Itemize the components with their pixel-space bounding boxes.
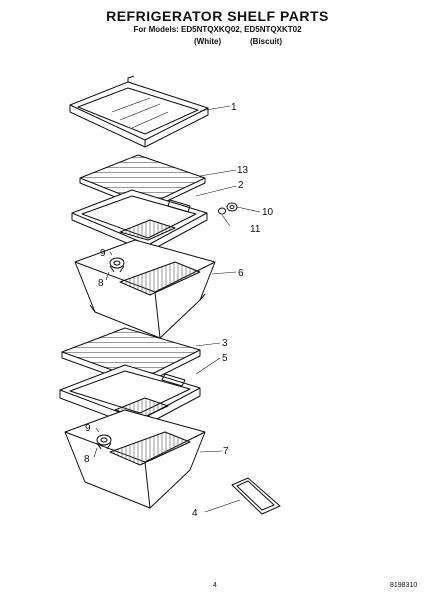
callout-5: 5	[222, 353, 228, 364]
part-8-9-roller-lower	[96, 434, 112, 450]
page-number: 4	[213, 582, 217, 589]
color-label-white: (White)	[194, 37, 222, 46]
color-label-biscuit: (Biscuit)	[250, 37, 282, 46]
part-8-9-roller-upper	[109, 257, 125, 273]
callout-3: 3	[222, 338, 228, 349]
callout-13: 13	[237, 165, 249, 176]
callout-10: 10	[262, 207, 274, 218]
leader-lines	[93, 105, 261, 513]
callout-2: 2	[238, 180, 244, 191]
part-4-label-card	[231, 477, 281, 515]
callout-8-lower: 8	[84, 454, 90, 465]
callout-4: 4	[192, 508, 198, 519]
callout-1: 1	[231, 102, 237, 113]
page-title: REFRIGERATOR SHELF PARTS	[106, 8, 329, 24]
callout-7: 7	[223, 446, 229, 457]
part-7-crisper-pan	[64, 409, 206, 509]
callout-8-upper: 8	[98, 278, 104, 289]
callout-9-upper: 9	[100, 248, 106, 259]
callout-6: 6	[238, 268, 244, 279]
callout-9-lower: 9	[85, 423, 91, 434]
part-6-crisper-pan	[74, 239, 216, 339]
callout-11: 11	[250, 224, 261, 235]
document-number: 8198310	[390, 582, 418, 589]
part-10-11-fittings	[218, 202, 238, 215]
models-line: For Models: ED5NTQXKQ02, ED5NTQXKT02	[133, 25, 302, 34]
part-1-glass-shelf	[69, 75, 209, 148]
